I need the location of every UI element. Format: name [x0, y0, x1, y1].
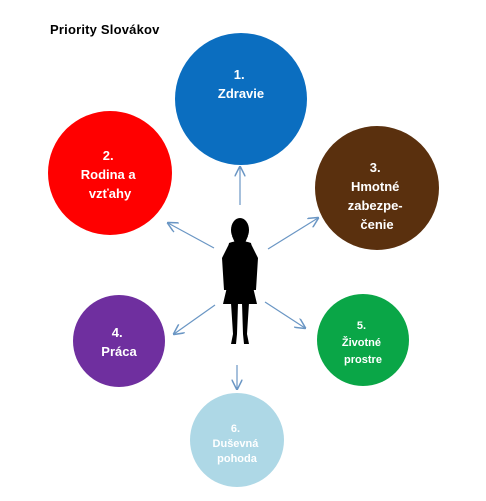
arrow-to-2	[168, 223, 215, 249]
arrow-to-5	[264, 301, 305, 328]
node-2-line-2: Rodina a	[81, 167, 137, 182]
node-2-line-3: vzťahy	[89, 186, 132, 201]
node-1-line-2: Zdravie	[218, 86, 264, 101]
node-3-line-2: Hmotné	[351, 179, 399, 194]
arrows	[168, 167, 318, 389]
node-6-line-2: Duševná	[213, 438, 260, 450]
node-5-line-1: 5.	[357, 320, 366, 332]
node-2-line-1: 2.	[103, 148, 114, 163]
node-5-label: 5. Životné prostre	[342, 320, 384, 366]
arrow-to-3	[267, 218, 318, 250]
node-5-line-2: Životné	[342, 336, 381, 349]
woman-silhouette-icon	[222, 218, 258, 344]
arrow-to-4	[174, 304, 216, 334]
node-6-label: 6. Duševná pohoda	[213, 423, 262, 465]
node-6-circle	[190, 393, 284, 487]
node-4-line-2: Práca	[101, 344, 137, 359]
node-3-line-3: zabezpe-	[348, 198, 403, 213]
node-5-circle	[317, 294, 409, 386]
node-1-label: 1. Zdravie	[218, 67, 264, 101]
node-3-label: 3. Hmotné zabezpe- čenie	[348, 160, 407, 232]
node-6-line-3: pohoda	[217, 453, 258, 465]
node-3-line-1: 3.	[370, 160, 381, 175]
node-4-label: 4. Práca	[101, 325, 137, 359]
node-2-circle	[48, 111, 172, 235]
node-2-label: 2. Rodina a vzťahy	[81, 148, 140, 201]
node-1-line-1: 1.	[234, 67, 245, 82]
node-3-circle	[315, 126, 439, 250]
node-4-line-1: 4.	[112, 325, 123, 340]
diagram-title: Priority Slovákov	[50, 22, 160, 37]
node-4-circle	[73, 295, 165, 387]
node-6-line-1: 6.	[231, 423, 240, 435]
node-1-circle	[175, 33, 307, 165]
node-3-line-4: čenie	[360, 217, 393, 232]
node-5-line-3: prostre	[344, 354, 382, 366]
